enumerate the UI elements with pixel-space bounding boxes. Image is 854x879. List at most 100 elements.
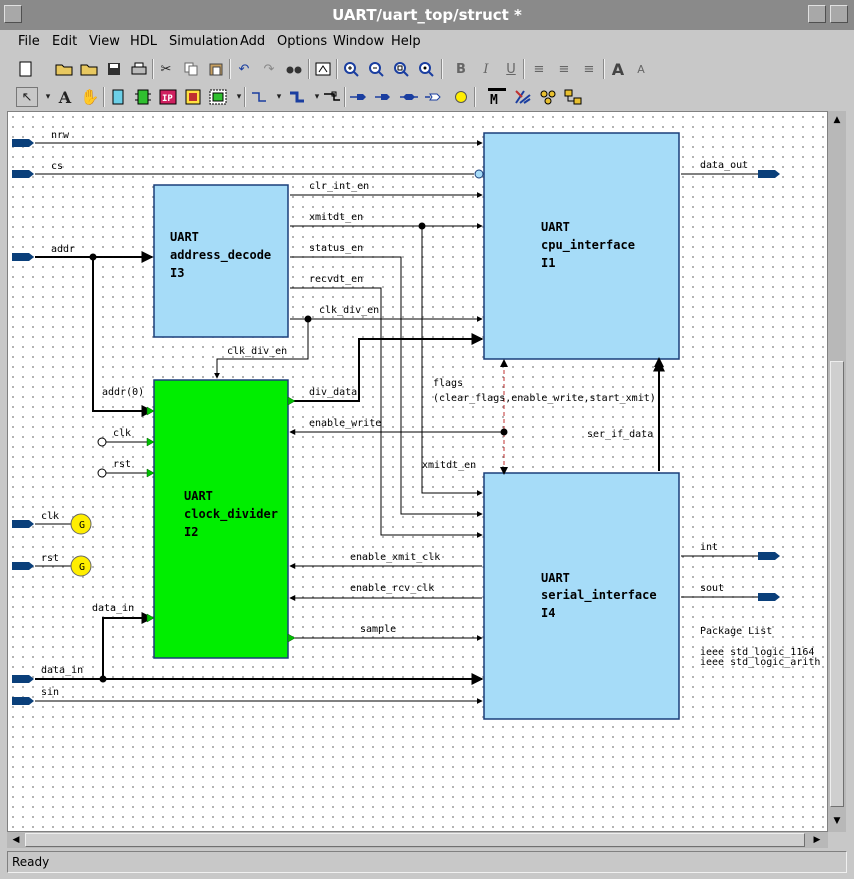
zoom-out-icon[interactable] <box>366 59 386 79</box>
italic-icon[interactable]: I <box>483 61 489 77</box>
zoom-in-icon[interactable] <box>341 59 361 79</box>
menu-add[interactable]: Add <box>240 34 266 49</box>
add-bus-icon[interactable] <box>287 87 307 107</box>
redo-icon[interactable]: ↷ <box>263 61 275 77</box>
modelsim-icon[interactable]: M <box>487 87 507 107</box>
port-inout-icon[interactable] <box>399 87 419 107</box>
label-flags: flags <box>433 378 463 389</box>
block-i4-lib: UART <box>541 571 570 585</box>
print-icon[interactable] <box>129 59 149 79</box>
menu-view[interactable]: View <box>89 34 120 49</box>
port-addr[interactable] <box>12 253 34 261</box>
select-dropdown-icon[interactable]: ▾ <box>45 92 51 102</box>
port-int[interactable] <box>758 552 780 560</box>
maximize-button[interactable] <box>830 5 848 23</box>
zoom-area-icon[interactable] <box>416 59 436 79</box>
select-arrow-icon[interactable]: ↖ <box>16 87 38 107</box>
leonardo-icon[interactable] <box>513 87 533 107</box>
port-data-out[interactable] <box>758 170 780 178</box>
global-clk-icon[interactable] <box>70 513 92 535</box>
scroll-right-arrow-icon[interactable]: ▶ <box>813 835 821 845</box>
menu-simulation[interactable]: Simulation <box>169 34 239 49</box>
zoom-fit-icon[interactable] <box>391 59 411 79</box>
copy-icon[interactable] <box>181 59 201 79</box>
paste-icon[interactable] <box>206 59 226 79</box>
align-left-icon[interactable]: ≡ <box>533 61 545 77</box>
font-smaller-icon[interactable]: A <box>637 62 645 76</box>
pan-hand-icon[interactable]: ✋ <box>80 88 100 106</box>
label-recvdt-en: recvdt_en <box>309 274 363 285</box>
global-rst-icon[interactable] <box>70 555 92 577</box>
block-serial-interface[interactable] <box>483 472 680 720</box>
label-div-data: div_data <box>309 387 357 398</box>
block-address-decode[interactable] <box>153 184 289 338</box>
label-addr: addr <box>51 244 75 255</box>
toolbar-main: ✂ ↶ ↷ B I U ≡ ≡ ≡ A A <box>0 56 854 82</box>
label-xmitdt-en: xmitdt_en <box>309 212 363 223</box>
menu-options[interactable]: Options <box>277 34 328 49</box>
port-cs[interactable] <box>12 170 34 178</box>
label-rst-local: rst <box>113 459 131 470</box>
add-panel-icon[interactable] <box>208 87 228 107</box>
block-i2-name: clock_divider <box>184 507 278 522</box>
align-right-icon[interactable]: ≡ <box>583 61 595 77</box>
text-tool-icon[interactable]: A <box>58 87 72 107</box>
label-clk: clk <box>41 511 59 522</box>
open-folder-icon[interactable] <box>54 59 74 79</box>
find-icon[interactable] <box>284 59 304 79</box>
port-buffer-icon[interactable] <box>424 87 444 107</box>
save-icon[interactable] <box>104 59 124 79</box>
menu-help[interactable]: Help <box>391 34 421 49</box>
add-global-icon[interactable] <box>451 87 471 107</box>
minimize-button[interactable] <box>808 5 826 23</box>
underline-icon[interactable]: U <box>506 61 516 77</box>
scroll-down-arrow-icon[interactable]: ▼ <box>833 816 841 826</box>
port-in-icon[interactable] <box>349 87 369 107</box>
vertical-scroll-thumb[interactable] <box>830 361 844 807</box>
menu-edit[interactable]: Edit <box>52 34 78 49</box>
label-sin: sin <box>41 687 59 698</box>
package-list-item-1: ieee std_logic_arith <box>700 657 820 668</box>
properties-icon[interactable] <box>313 59 333 79</box>
hierarchy-icon[interactable] <box>563 87 583 107</box>
add-ip-icon[interactable]: IP <box>158 87 178 107</box>
horizontal-scrollbar[interactable]: ◀ ▶ <box>7 832 828 848</box>
add-ripper-icon[interactable] <box>322 87 342 107</box>
scroll-up-arrow-icon[interactable]: ▲ <box>833 115 841 125</box>
port-rst[interactable] <box>12 562 34 570</box>
signal-dropdown-icon[interactable]: ▾ <box>276 92 282 102</box>
add-block-icon[interactable] <box>108 87 128 107</box>
design-manager-icon[interactable] <box>538 87 558 107</box>
port-data-in[interactable] <box>12 675 34 683</box>
open-up-icon[interactable] <box>79 59 99 79</box>
cut-icon[interactable]: ✂ <box>160 61 172 77</box>
add-embedded-icon[interactable] <box>183 87 203 107</box>
new-file-icon[interactable] <box>16 59 36 79</box>
bold-icon[interactable]: B <box>456 61 466 77</box>
horizontal-scroll-thumb[interactable] <box>25 833 805 847</box>
scroll-left-arrow-icon[interactable]: ◀ <box>12 835 20 845</box>
menu-file[interactable]: File <box>18 34 40 49</box>
font-larger-icon[interactable]: A <box>611 59 625 79</box>
block-cpu-interface[interactable] <box>483 132 680 360</box>
port-out-icon[interactable] <box>374 87 394 107</box>
block-clock-divider[interactable] <box>153 379 289 659</box>
vertical-scrollbar[interactable]: ▲ ▼ <box>828 111 846 832</box>
port-clk[interactable] <box>12 520 34 528</box>
port-sout[interactable] <box>758 593 780 601</box>
add-component-icon[interactable] <box>133 87 153 107</box>
menu-hdl[interactable]: HDL <box>130 34 158 49</box>
align-center-icon[interactable]: ≡ <box>558 61 570 77</box>
bus-dropdown-icon[interactable]: ▾ <box>314 92 320 102</box>
undo-icon[interactable]: ↶ <box>238 61 250 77</box>
port-nrw[interactable] <box>12 139 34 147</box>
title-bar: UART/uart_top/struct * <box>0 0 854 31</box>
add-signal-icon[interactable] <box>249 87 269 107</box>
label-clk-div-en-2: clk_div_en <box>227 346 287 357</box>
port-sin[interactable] <box>12 697 34 705</box>
window-menu-button[interactable] <box>4 5 22 23</box>
label-addr0: addr(0) <box>102 387 144 398</box>
menu-window[interactable]: Window <box>333 34 385 49</box>
schematic-canvas[interactable]: UART address_decode I3 UART clock_divide… <box>7 111 828 832</box>
panel-dropdown-icon[interactable]: ▾ <box>236 92 242 102</box>
